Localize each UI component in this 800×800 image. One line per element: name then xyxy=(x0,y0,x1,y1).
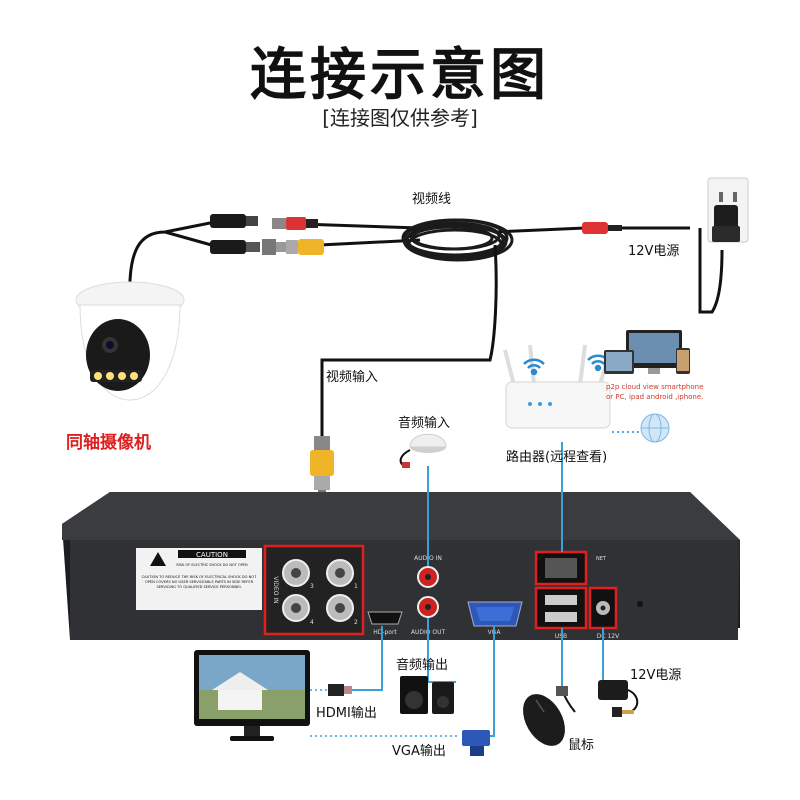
remote-devices xyxy=(604,330,690,374)
coiled-cable xyxy=(401,218,514,262)
video-in-label: VIDEO IN xyxy=(272,576,279,603)
audio-input-label: 音频输入 xyxy=(398,416,451,431)
video-cable-label: 视频线 xyxy=(412,192,452,207)
page-subtitle: [连接图仅供参考] xyxy=(322,106,478,130)
ch2-label: 2 xyxy=(354,619,358,626)
audio-ports xyxy=(417,566,439,618)
p2p-line-2: or PC, ipad android ,iphone. xyxy=(606,393,704,401)
mouse-label: 鼠标 xyxy=(568,738,595,753)
bnc-connector xyxy=(310,436,334,498)
ch3-label: 3 xyxy=(310,583,314,590)
page-title: 连接示意图 xyxy=(250,43,550,108)
caution-title: CAUTION xyxy=(196,551,228,559)
ch4-label: 4 xyxy=(310,619,314,626)
camera-connectors xyxy=(210,214,286,255)
ch1-label: 1 xyxy=(354,583,358,590)
net-label: NET xyxy=(596,556,607,562)
caution-sub: RISK OF ELECTRIC SHOCK DO NOT OPEN xyxy=(176,563,248,567)
p2p-text: p2p cloud view smartphone or PC, ipad an… xyxy=(606,382,706,402)
video-cable-connectors xyxy=(272,217,324,255)
camera-cable xyxy=(128,220,586,301)
speakers xyxy=(400,676,454,714)
net-port xyxy=(534,550,588,586)
video-input-label: 视频输入 xyxy=(326,370,379,385)
hd-port-label: HD-port xyxy=(373,629,397,636)
bnc-ports xyxy=(282,559,354,622)
hdmi-port xyxy=(367,611,403,625)
dc12v-label: DC 12V xyxy=(597,633,620,640)
audio-output-label: 音频输出 xyxy=(396,658,449,673)
power-cable-top xyxy=(582,222,724,314)
hdmi-output-label: HDMI输出 xyxy=(316,706,377,721)
power-12v-top-label: 12V电源 xyxy=(628,244,680,259)
vga-port xyxy=(467,601,523,627)
monitor xyxy=(194,650,310,741)
router-label: 路由器(远程查看) xyxy=(506,450,608,465)
hdmi-plug xyxy=(328,684,352,696)
coax-camera-label: 同轴摄像机 xyxy=(66,433,151,453)
wifi-icon xyxy=(523,354,609,376)
dvr-recorder xyxy=(62,492,740,640)
p2p-line-1: p2p cloud view smartphone xyxy=(606,383,704,391)
dc-port xyxy=(588,586,618,630)
vga-plug xyxy=(462,730,490,756)
usb-ports xyxy=(534,586,588,630)
caution-body: CAUTION TO REDUCE THE RISK OF ELECTRICAL… xyxy=(141,575,257,589)
vga-output-label: VGA输出 xyxy=(392,744,446,759)
cloud-globe-icon xyxy=(640,413,670,443)
power-12v-bottom-label: 12V电源 xyxy=(630,668,682,683)
dome-camera xyxy=(75,281,185,401)
video-input-cable xyxy=(320,244,498,440)
mouse xyxy=(523,686,576,746)
power-adapter xyxy=(598,680,639,717)
microphone xyxy=(399,433,447,468)
wall-outlet xyxy=(707,177,749,243)
